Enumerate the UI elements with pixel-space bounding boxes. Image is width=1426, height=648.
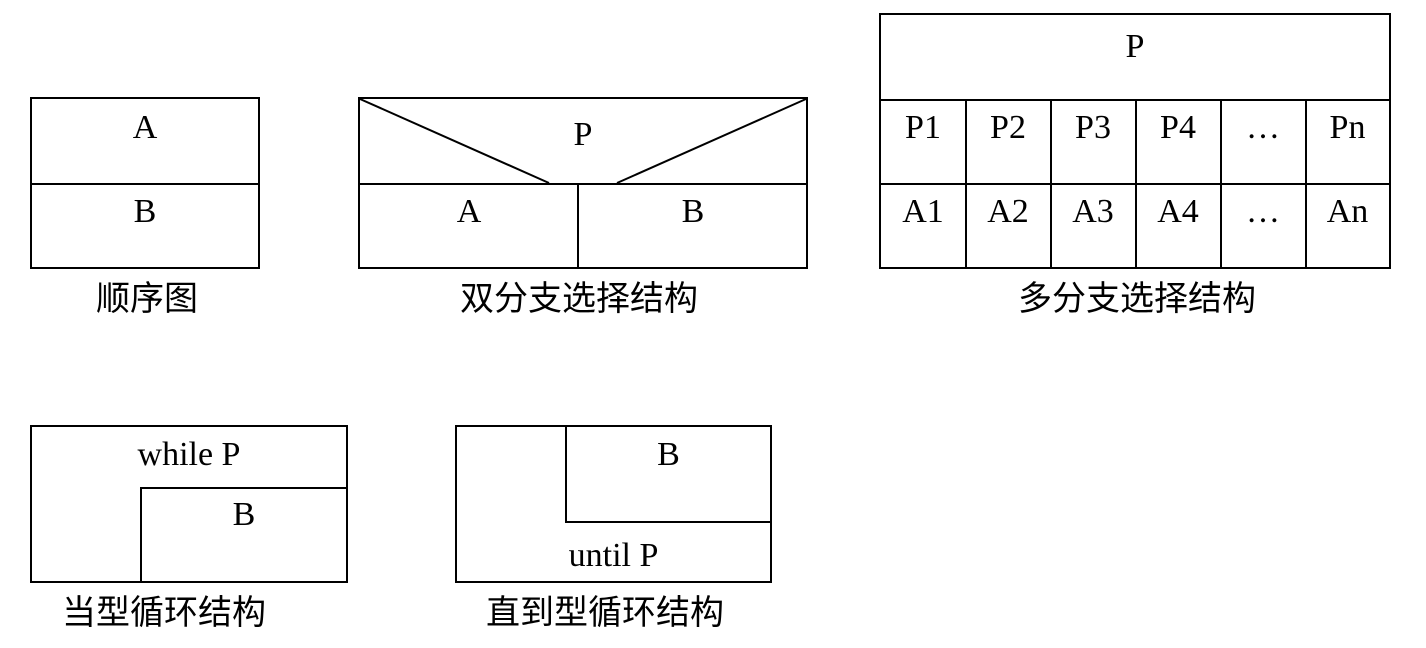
multi-branch-action: An [1326,193,1369,230]
until-loop-body-left [565,427,567,523]
multi-branch-col-line [1220,99,1222,267]
multi-branch-action: A3 [1072,193,1114,230]
multi-branch-action: A1 [902,193,944,230]
while-loop-body: B [232,496,256,533]
until-loop-caption: 直到型循环结构 [486,593,724,633]
until-loop-body: B [657,436,680,473]
while-loop-body-left [140,487,142,581]
until-loop-footer: until P [568,537,659,574]
multi-branch-case: P2 [990,109,1026,146]
multi-branch-case: P4 [1160,109,1196,146]
sequence-step-a: A [132,109,158,146]
double-branch-caption: 双分支选择结构 [460,279,698,319]
double-branch-true-action: A [456,193,482,230]
multi-branch-col-line [1135,99,1137,267]
multi-branch-col-line [965,99,967,267]
double-branch-split [577,183,579,267]
sequence-step-b: B [133,193,157,230]
multi-branch-case: … [1246,109,1280,146]
multi-branch-action: A4 [1157,193,1199,230]
while-loop-caption: 当型循环结构 [62,593,266,633]
sequence-caption: 顺序图 [96,279,198,319]
multi-branch-action: A2 [987,193,1029,230]
multi-branch-diagram: P P1 P2 P3 P4 … Pn A1 A2 A3 A4 … An [879,13,1391,269]
multi-branch-case: P3 [1075,109,1111,146]
multi-branch-caption: 多分支选择结构 [1018,279,1256,319]
until-loop-diagram: B until P [455,425,772,583]
until-loop-body-bottom [565,521,770,523]
sequence-diagram: A B [30,97,260,269]
multi-branch-case: Pn [1329,109,1366,146]
sequence-divider [32,183,258,185]
double-branch-divider [360,183,806,185]
multi-branch-condition: P [1125,28,1145,65]
multi-branch-col-line [1050,99,1052,267]
double-branch-condition-triangle [359,98,807,184]
double-branch-false-action: B [681,193,705,230]
multi-branch-case: P1 [905,109,941,146]
multi-branch-action: … [1246,193,1280,230]
double-branch-diagram: P A B [358,97,808,269]
multi-branch-col-line [1305,99,1307,267]
while-loop-diagram: while P B [30,425,348,583]
while-loop-header: while P [137,436,241,473]
double-branch-condition: P [573,116,593,153]
while-loop-body-top [140,487,346,489]
